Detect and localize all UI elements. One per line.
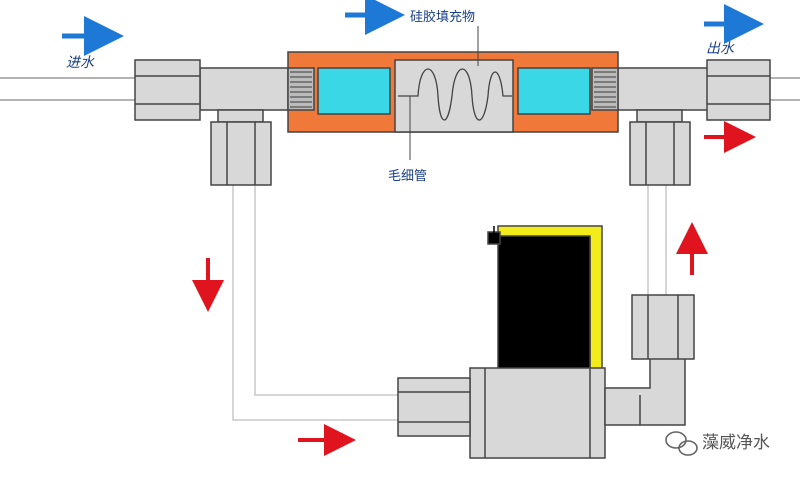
thread-right (591, 67, 619, 111)
capillary-coil (398, 68, 512, 121)
label-outlet: 出水 (706, 41, 735, 57)
solenoid-valve (397, 225, 695, 459)
inlet-tube (0, 77, 135, 101)
tee-fitting-right (629, 109, 691, 186)
label-capillary: 毛细管 (388, 169, 427, 184)
label-silica-gel: 硅胶填充物 (410, 9, 475, 25)
chamber-right (517, 67, 591, 115)
drain-tube-right (647, 185, 667, 295)
drain-tube-left (232, 185, 400, 421)
solenoid-coil (497, 235, 591, 371)
valve-body (469, 367, 606, 459)
outlet-tube (770, 77, 800, 101)
wechat-logo-icon (665, 431, 698, 456)
label-inlet: 进水 (66, 55, 95, 71)
watermark: 藻威净水 (665, 431, 770, 456)
inlet-fitting (134, 59, 201, 121)
elbow-fitting (604, 357, 686, 426)
chamber-left (317, 67, 391, 115)
outlet-fitting (706, 59, 771, 121)
elbow-vertical-fitting (631, 294, 695, 360)
watermark-text: 藻威净水 (702, 433, 770, 453)
valve-inlet-fitting (397, 377, 471, 437)
tee-fitting-left (210, 109, 272, 186)
thread-left (287, 67, 315, 111)
